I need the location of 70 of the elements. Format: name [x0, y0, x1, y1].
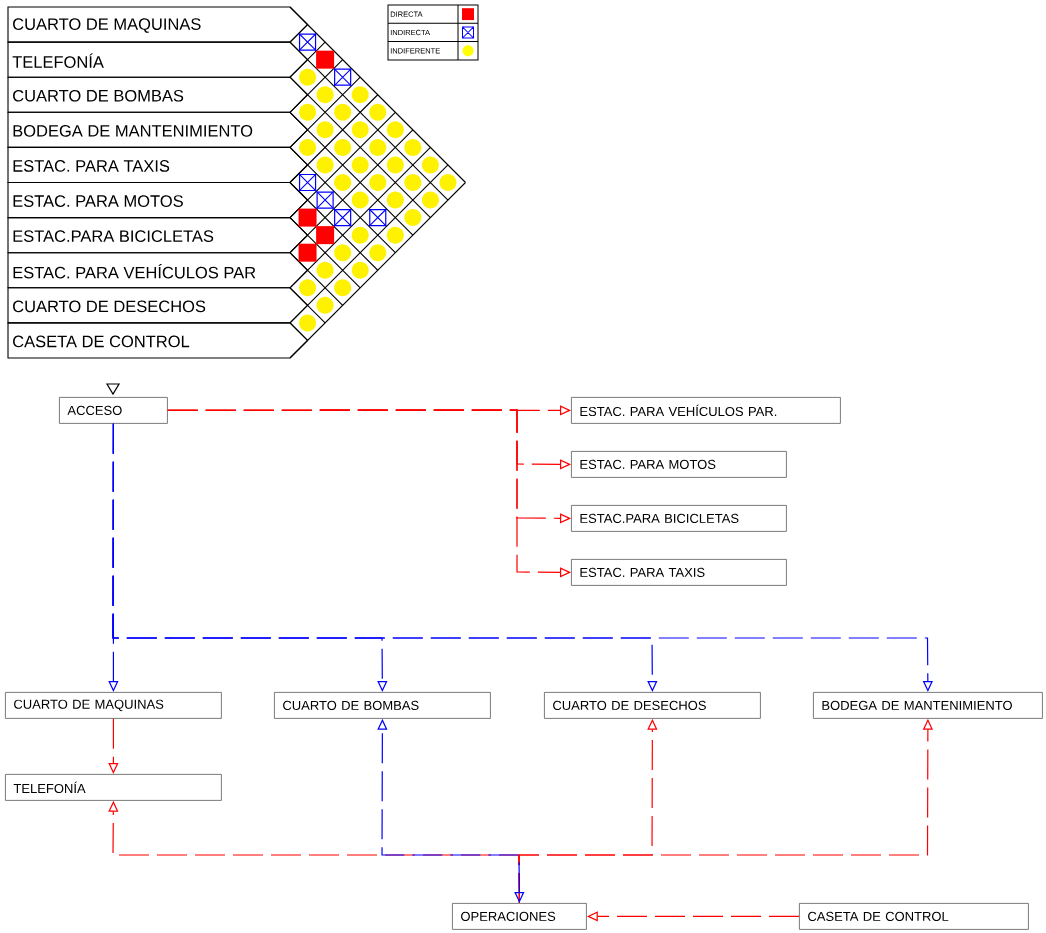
connector-arrow: [108, 718, 119, 774]
circle-mark: [334, 279, 352, 297]
circle-mark: [351, 191, 369, 209]
room-box: CUARTO DE MAQUINAS: [5, 692, 222, 719]
circle-mark: [334, 138, 352, 156]
row-label-box: BODEGA DE MANTENIMIENTO: [7, 111, 309, 148]
crossed-box-mark: [333, 68, 352, 87]
circle-mark: [369, 174, 387, 191]
circle-mark: [316, 86, 334, 104]
crossed-box-mark: [333, 208, 352, 227]
row-label-box: CASETA DE CONTROL: [7, 322, 309, 359]
circle-mark: [404, 138, 422, 156]
row-label-box: CUARTO DE BOMBAS: [7, 76, 309, 113]
circle-mark: [316, 296, 334, 314]
circle-mark: [299, 314, 317, 332]
room-box: CUARTO DE BOMBAS: [274, 692, 491, 719]
circle-mark: [386, 191, 404, 209]
circle-mark: [334, 103, 352, 121]
circle-mark: [386, 226, 404, 244]
connector-arrow: [112, 423, 933, 692]
square-mark: [298, 208, 317, 227]
room-box: OPERACIONES: [452, 903, 587, 930]
square-mark: [316, 50, 335, 69]
row-label-box: ESTAC. PARA TAXIS: [7, 146, 309, 184]
room-box: ESTAC. PARA MOTOS: [571, 451, 787, 478]
room-box: ESTAC. PARA TAXIS: [571, 559, 787, 586]
circle-mark: [386, 121, 404, 139]
circle-mark: [351, 261, 369, 279]
circle-mark: [386, 156, 404, 174]
circle-mark: [299, 138, 317, 156]
circle-mark: [351, 121, 369, 139]
crossed-box-mark: [368, 208, 387, 227]
crossed-box-mark: [298, 173, 317, 192]
crossed-box-mark: [298, 32, 317, 52]
circle-mark: [369, 244, 387, 262]
row-label-box: ESTAC. PARA VEHÍCULOS PAR: [7, 252, 309, 289]
circle-mark: [369, 138, 387, 156]
circle-mark: [421, 191, 439, 209]
circle-mark: [369, 103, 387, 121]
circle-mark: [316, 156, 334, 174]
circle-mark: [351, 86, 369, 104]
circle-mark: [299, 103, 317, 121]
room-box: CASETA DE CONTROL: [799, 903, 1029, 930]
circle-mark: [316, 261, 334, 279]
row-label-box: CUARTO DE MAQUINAS: [7, 6, 309, 43]
room-box: ESTAC. PARA VEHÍCULOS PAR.: [571, 397, 841, 424]
room-box: CUARTO DE DESECHOS: [544, 692, 761, 719]
circle-mark: [439, 174, 457, 191]
room-box: ESTAC.PARA BICICLETAS: [571, 505, 787, 532]
crossed-box-mark: [315, 190, 335, 210]
room-box: ACCESO: [59, 397, 168, 424]
square-mark: [298, 243, 317, 262]
connector-arrow: [167, 409, 571, 578]
circle-mark: [351, 226, 369, 244]
circle-mark: [404, 209, 422, 227]
circle-mark: [351, 156, 369, 174]
room-box: BODEGA DE MANTENIMIENTO: [813, 692, 1043, 719]
circle-mark: [316, 121, 334, 139]
circle-mark: [334, 174, 352, 191]
row-label-box: ESTAC. PARA MOTOS: [7, 181, 309, 219]
circle-mark: [299, 279, 317, 297]
circle-mark: [334, 244, 352, 262]
room-box: TELEFONÍA: [5, 774, 222, 801]
circle-mark: [404, 174, 422, 191]
square-mark: [316, 226, 335, 245]
row-label-box: CUARTO DE DESECHOS: [7, 287, 309, 324]
row-label-box: ESTAC.PARA BICICLETAS: [7, 217, 309, 254]
row-label-box: TELEFONÍA: [7, 41, 309, 78]
circle-mark: [421, 156, 439, 174]
circle-mark: [299, 68, 317, 86]
